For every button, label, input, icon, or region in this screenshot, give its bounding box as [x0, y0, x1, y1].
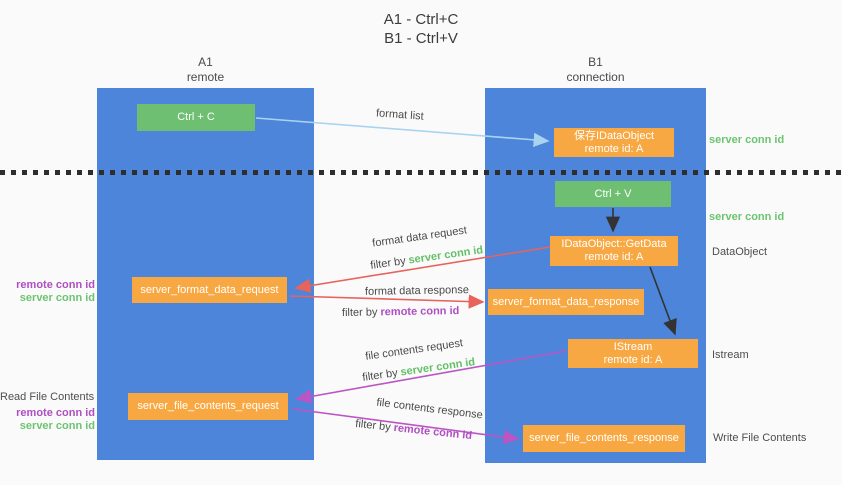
node-save-idataobject-line2: remote id: A [584, 142, 644, 155]
node-idataobject-getdata: IDataObject::GetData remote id: A [550, 236, 678, 266]
annotation-left-conn-ids-bottom: remote conn id server conn id [0, 407, 95, 433]
edge-label-format-data-request: format data request [371, 224, 468, 250]
annotation-istream: Istream [712, 349, 749, 361]
lane-b-subtitle: connection [566, 70, 625, 84]
filter-by-prefix: filter by [361, 367, 399, 384]
edge-label-format-data-response: format data response [364, 284, 470, 298]
annotation-dataobject: DataObject [712, 246, 768, 258]
lane-a-title: A1 [198, 55, 213, 69]
node-server-file-contents-request-label: server_file_contents_request [137, 400, 279, 412]
section-divider-dotted-line [0, 170, 842, 175]
annotation-server-conn-id-left-top: server conn id [19, 292, 95, 304]
lane-b-header: B1 connection [485, 55, 706, 85]
annotation-remote-conn-id-bottom: remote conn id [16, 407, 95, 419]
annotation-remote-conn-id-top: remote conn id [16, 279, 95, 291]
annotation-server-conn-id-top: server conn id [709, 134, 785, 146]
node-server-format-data-response-label: server_format_data_response [492, 295, 640, 308]
filter-key-server-conn-id: server conn id [399, 356, 476, 379]
annotation-server-conn-id-left-bottom: server conn id [19, 420, 95, 432]
lane-a-subtitle: remote [186, 70, 225, 84]
filter-by-prefix: filter by [341, 306, 378, 320]
diagram-title: A1 - Ctrl+C B1 - Ctrl+V [0, 10, 842, 48]
node-server-format-data-request: server_format_data_request [132, 277, 287, 303]
node-save-idataobject-line1: 保存IDataObject [573, 129, 655, 142]
node-save-idataobject: 保存IDataObject remote id: A [554, 128, 674, 157]
node-istream-line2: remote id: A [603, 353, 663, 366]
title-line-1: A1 - Ctrl+C [383, 11, 459, 28]
filter-by-prefix: filter by [369, 255, 407, 272]
lane-a-header: A1 remote [97, 55, 314, 85]
node-server-file-contents-response: server_file_contents_response [523, 425, 685, 452]
filter-by-prefix: filter by [354, 417, 392, 434]
annotation-read-file-contents: Read File Contents [0, 391, 95, 403]
node-ctrl-v-label: Ctrl + V [594, 187, 632, 200]
node-ctrl-v: Ctrl + V [555, 181, 671, 207]
node-server-format-data-request-label: server_format_data_request [140, 283, 279, 296]
filter-key-remote-conn-id: remote conn id [393, 421, 473, 443]
node-server-file-contents-request: server_file_contents_request [128, 393, 288, 420]
node-istream: IStream remote id: A [568, 339, 698, 368]
edge-label-format-list: format list [375, 107, 425, 123]
filter-key-remote-conn-id: remote conn id [380, 304, 460, 319]
lane-b-title: B1 [588, 55, 603, 69]
edge-label-file-contents-response: file contents response [375, 396, 484, 422]
filter-key-server-conn-id: server conn id [407, 244, 484, 267]
node-idataobject-getdata-line2: remote id: A [584, 251, 644, 263]
title-line-2: B1 - Ctrl+V [384, 30, 458, 47]
annotation-left-conn-ids-top: remote conn id server conn id [0, 279, 95, 305]
node-istream-line1: IStream [613, 340, 653, 353]
annotation-server-conn-id-mid: server conn id [709, 211, 785, 223]
annotation-write-file-contents: Write File Contents [713, 432, 807, 444]
node-idataobject-getdata-line1: IDataObject::GetData [561, 238, 667, 250]
node-ctrl-c-label: Ctrl + C [177, 111, 215, 123]
node-server-file-contents-response-label: server_file_contents_response [529, 432, 679, 444]
node-server-format-data-response: server_format_data_response [488, 289, 644, 315]
node-ctrl-c: Ctrl + C [137, 104, 255, 131]
